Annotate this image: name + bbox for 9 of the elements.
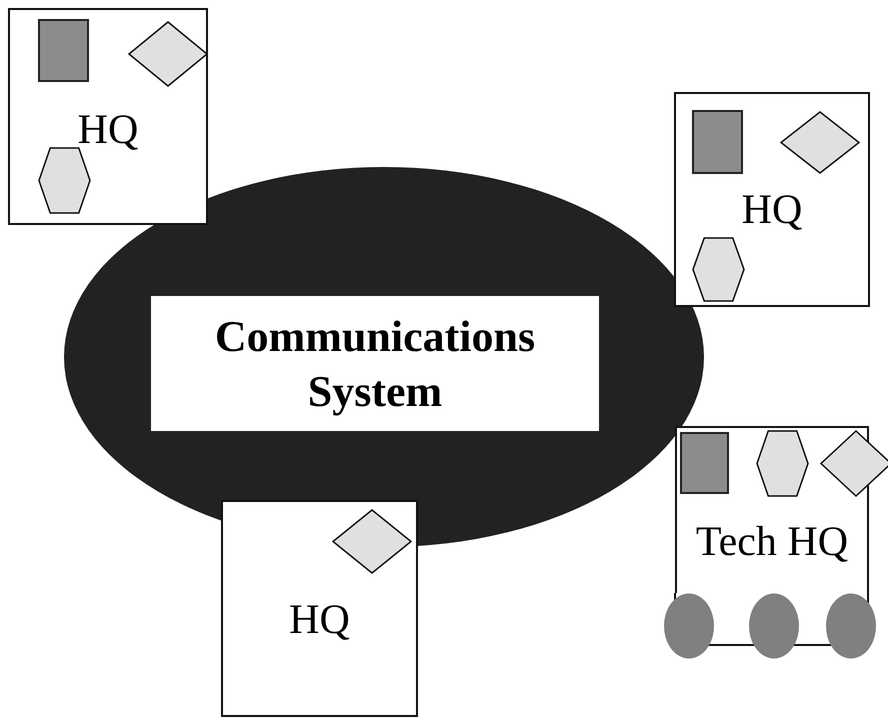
hq-box — [674, 92, 870, 307]
label-text: HQ — [740, 186, 804, 235]
label-text: HQ — [288, 596, 351, 645]
label-text: Tech HQ — [694, 518, 850, 567]
hq-box — [221, 500, 418, 717]
title-text: Communications System — [214, 310, 536, 418]
title-box — [151, 296, 599, 431]
label-text: HQ — [76, 106, 140, 155]
hq-box — [8, 8, 208, 225]
